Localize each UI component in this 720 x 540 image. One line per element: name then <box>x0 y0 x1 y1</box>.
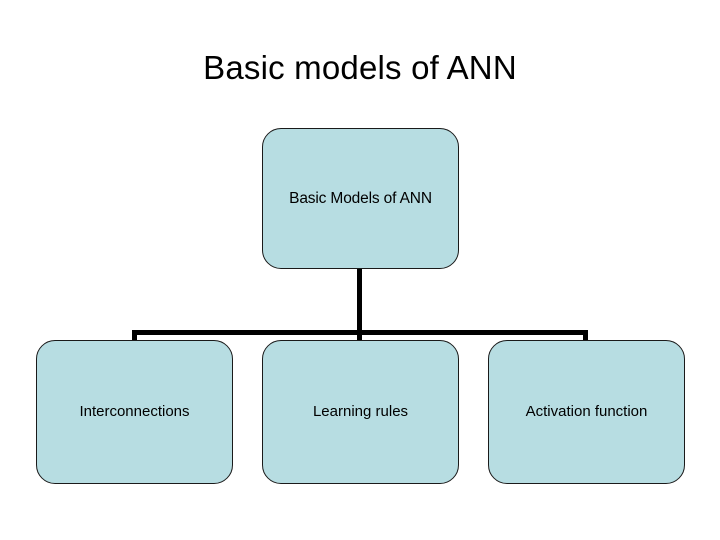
page-title: Basic models of ANN <box>203 49 517 86</box>
diagram-node-activation-function[interactable]: Activation function <box>488 340 685 484</box>
diagram-node-label: Activation function <box>525 403 648 420</box>
diagram-node-interconnections[interactable]: Interconnections <box>36 340 233 484</box>
diagram-node-learning-rules[interactable]: Learning rules <box>262 340 459 484</box>
connector-drop-interconnections <box>132 330 137 342</box>
diagram-node-label: Interconnections <box>79 403 190 420</box>
diagram-node-basic-models-of-ann[interactable]: Basic Models of ANN <box>262 128 459 269</box>
diagram-node-label: Learning rules <box>312 403 409 420</box>
diagram-node-label: Basic Models of ANN <box>289 189 432 207</box>
connector-drop-learning-rules <box>357 330 362 342</box>
connector-root-stem <box>357 268 362 335</box>
connector-drop-activation-function <box>583 330 588 342</box>
